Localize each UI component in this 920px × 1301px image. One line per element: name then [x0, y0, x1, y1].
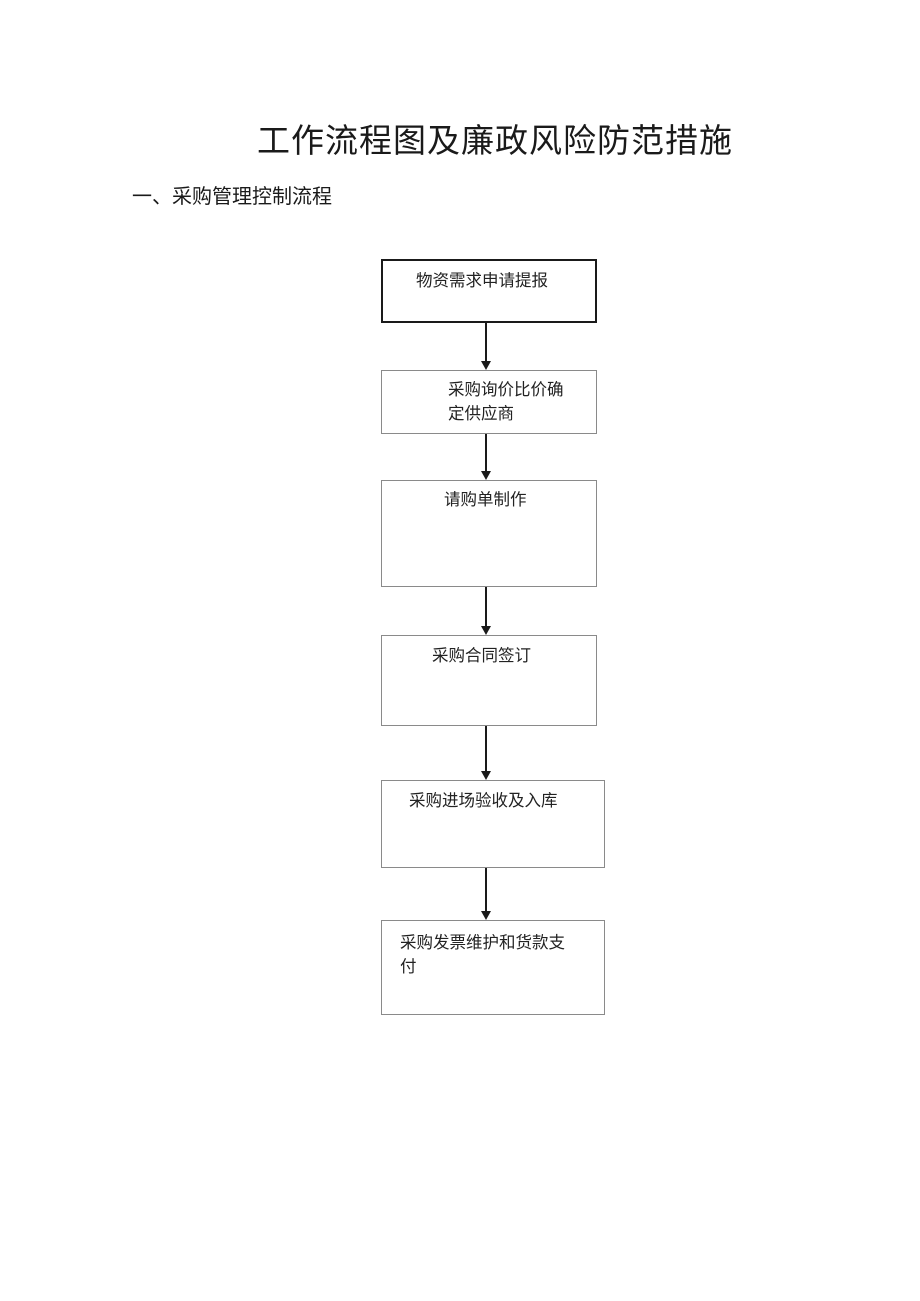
flow-step-1: 物资需求申请提报 [381, 259, 597, 323]
flow-arrow-3 [481, 587, 491, 635]
section-heading: 一、采购管理控制流程 [132, 184, 332, 208]
flow-step-2: 采购询价比价确 定供应商 [381, 370, 597, 434]
flow-arrow-1 [481, 323, 491, 370]
flow-step-1-label: 物资需求申请提报 [416, 271, 548, 290]
flow-step-4: 采购合同签订 [381, 635, 597, 726]
flow-arrow-4 [481, 726, 491, 780]
flow-arrow-5 [481, 868, 491, 920]
flow-step-6: 采购发票维护和货款支 付 [381, 920, 605, 1015]
flow-step-3: 请购单制作 [381, 480, 597, 587]
flow-step-4-label: 采购合同签订 [432, 646, 531, 665]
document-title: 工作流程图及廉政风险防范措施 [257, 121, 733, 160]
flow-step-3-label: 请购单制作 [444, 490, 527, 509]
flow-step-2-label: 采购询价比价确 定供应商 [448, 380, 564, 423]
flow-step-5-label: 采购进场验收及入库 [409, 791, 558, 810]
flow-arrow-2 [481, 434, 491, 480]
flow-step-6-label: 采购发票维护和货款支 付 [400, 933, 565, 976]
flow-step-5: 采购进场验收及入库 [381, 780, 605, 868]
